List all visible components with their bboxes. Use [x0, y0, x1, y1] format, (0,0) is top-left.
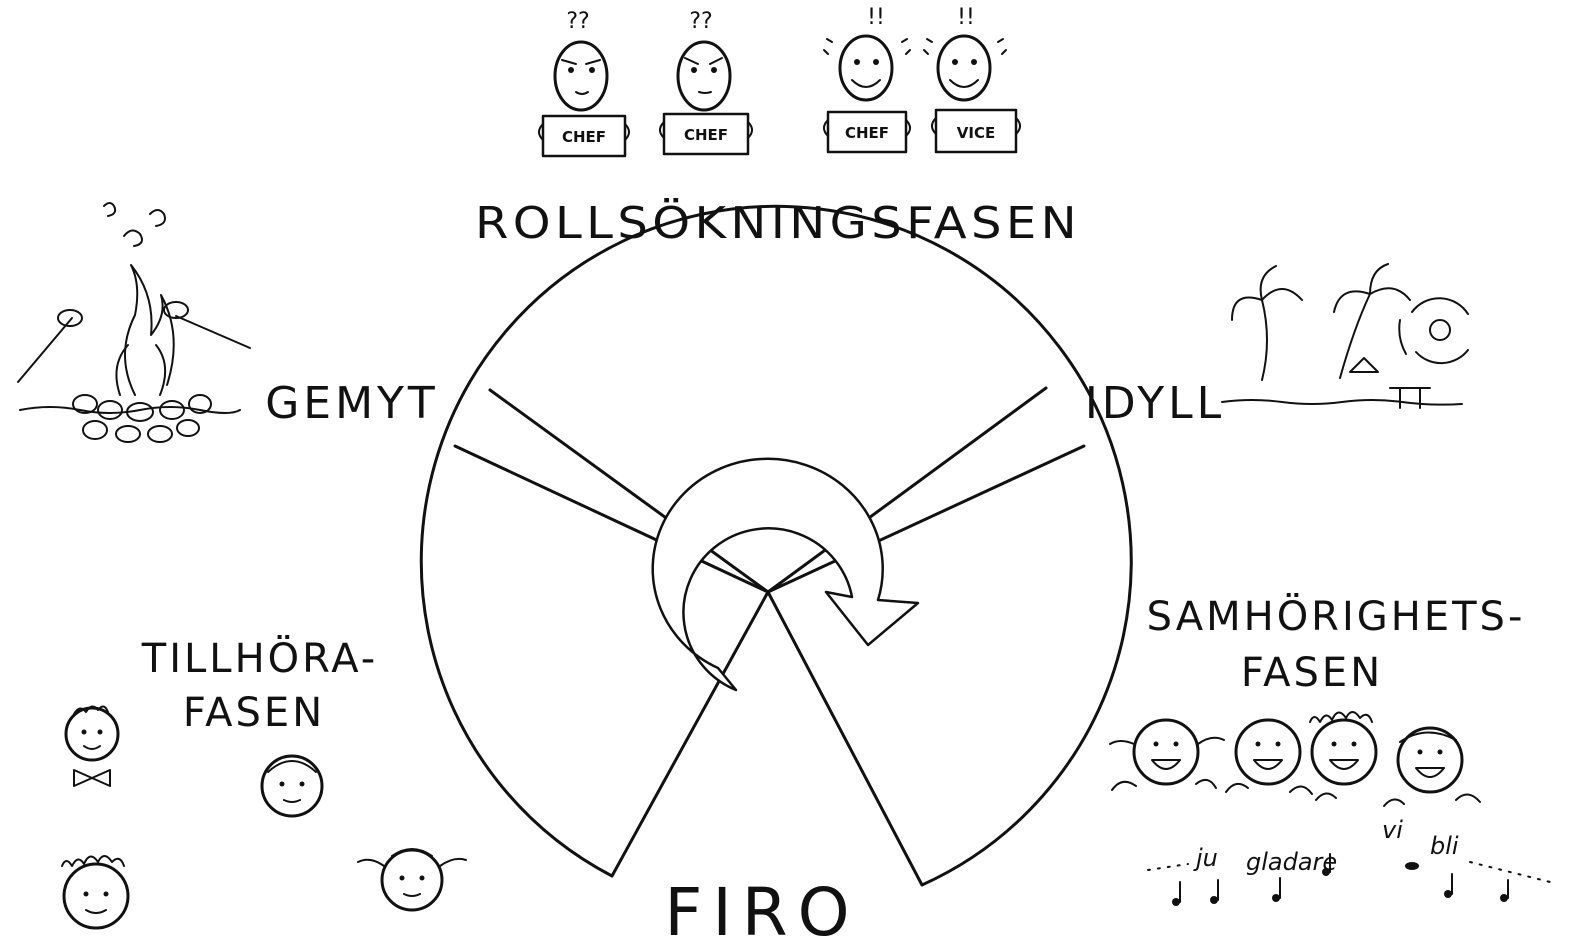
- face-happy-3: [1310, 712, 1376, 800]
- diagram-title: FIRO: [664, 874, 859, 948]
- song-word-bli: bli: [1430, 832, 1459, 860]
- label-mood-idyll: IDYLL: [1085, 378, 1225, 429]
- music-note-icon: [1172, 854, 1508, 906]
- figure-vice-happy: !! VICE: [924, 5, 1020, 152]
- svg-text:!!: !!: [957, 5, 975, 30]
- face-boy: [262, 756, 322, 816]
- figure-chef-confused-1: ?? CHEF: [539, 9, 629, 156]
- label-belonging-phase-line1: TILLHÖRA-: [141, 634, 378, 682]
- label-belonging-phase-line2: FASEN: [183, 690, 325, 736]
- label-cohesion-phase-line2: FASEN: [1241, 650, 1383, 696]
- song-line: ju gladare vi bli: [1148, 816, 1550, 906]
- face-happy-1: [1110, 720, 1224, 790]
- face-girl-curly: [62, 856, 128, 928]
- label-role-seeking-phase: ROLLSÖKNINGSFASEN: [475, 197, 1081, 249]
- campfire-illustration: [18, 203, 250, 442]
- svg-text:??: ??: [566, 9, 589, 34]
- song-word-vi: vi: [1382, 816, 1403, 844]
- svg-text:CHEF: CHEF: [845, 124, 889, 142]
- svg-text:!!: !!: [867, 5, 885, 30]
- figure-chef-happy: !! CHEF: [824, 5, 910, 152]
- cycle-arrow-icon: [653, 459, 918, 690]
- face-girl-pigtails: [358, 849, 466, 910]
- wheel-outline: [421, 206, 1131, 885]
- figure-chef-confused-2: ?? CHEF: [660, 9, 752, 154]
- label-mood-gemyt: GEMYT: [265, 378, 439, 429]
- island-idyll-illustration: [1222, 264, 1468, 408]
- svg-text:??: ??: [689, 9, 712, 34]
- song-word-ju: ju: [1193, 844, 1218, 872]
- svg-text:CHEF: CHEF: [562, 128, 606, 146]
- face-bowtie: [66, 706, 118, 786]
- svg-text:CHEF: CHEF: [684, 126, 728, 144]
- firo-wheel: [421, 206, 1131, 885]
- label-cohesion-phase-line1: SAMHÖRIGHETS-: [1147, 592, 1526, 640]
- svg-text:VICE: VICE: [957, 124, 995, 142]
- group-of-happy-faces: [1110, 712, 1480, 806]
- face-happy-2: [1226, 720, 1312, 794]
- face-happy-4: [1384, 728, 1480, 806]
